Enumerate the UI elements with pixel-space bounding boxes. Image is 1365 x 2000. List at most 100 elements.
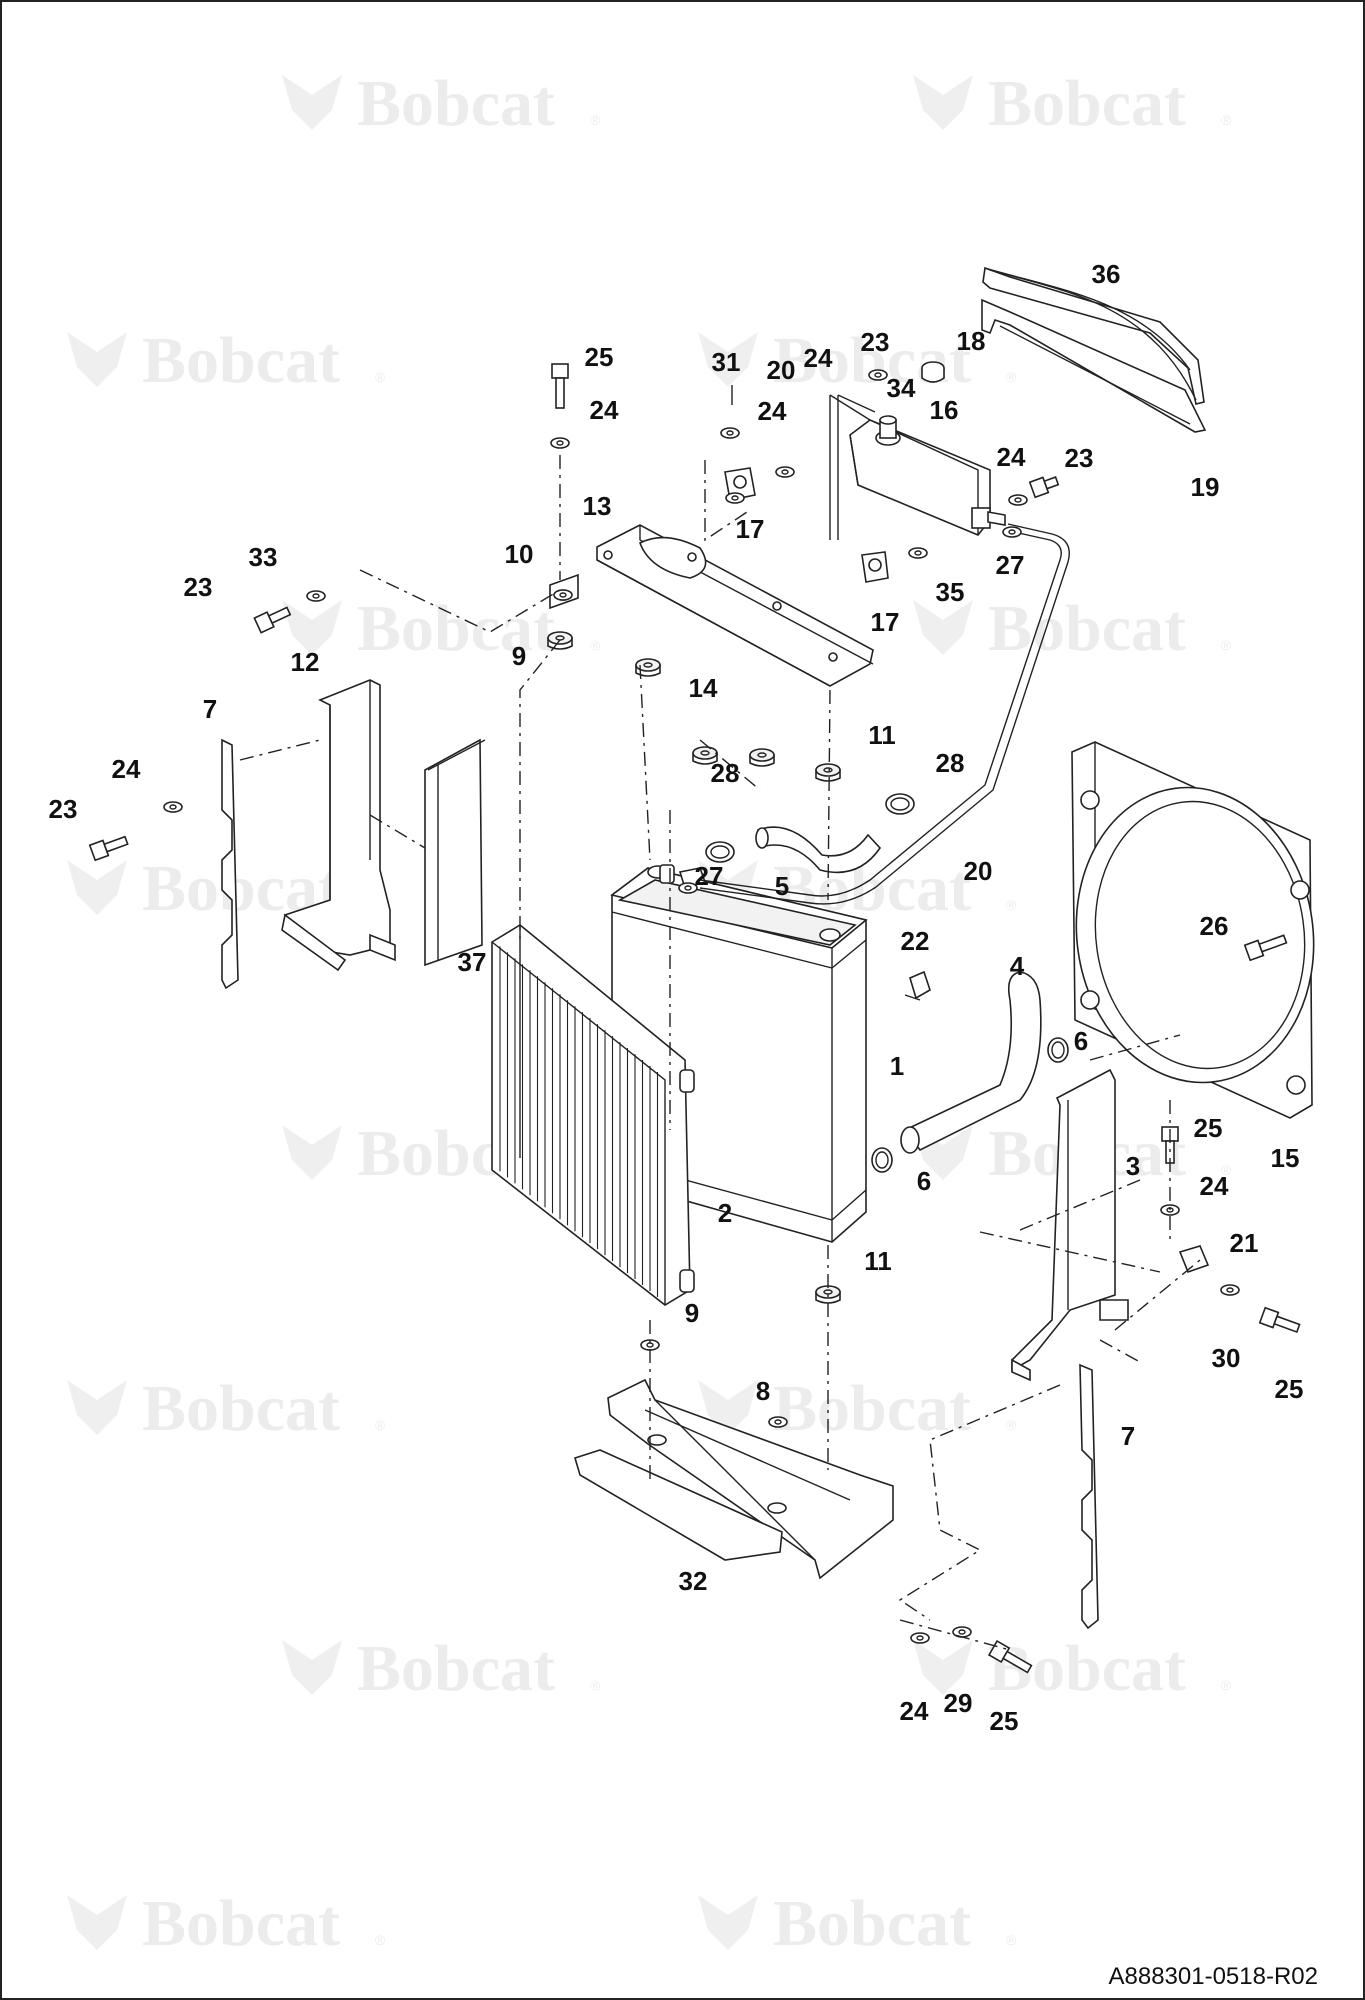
part-9-nut-top[interactable] <box>553 589 573 601</box>
part-5-upper-hose[interactable] <box>755 826 882 874</box>
callout-11[interactable]: 11 <box>864 1246 892 1276</box>
part-22-sensor[interactable] <box>904 970 931 1001</box>
part-6-clamp[interactable] <box>1047 1037 1069 1063</box>
callout-24[interactable]: 24 <box>758 396 787 426</box>
callout-24[interactable]: 24 <box>590 395 619 425</box>
part-24-washer-b[interactable] <box>725 492 745 504</box>
callout-6[interactable]: 6 <box>1074 1026 1088 1056</box>
callout-6[interactable]: 6 <box>917 1166 931 1196</box>
part-6-clamp-b[interactable] <box>871 1147 893 1173</box>
part-mount-rubber[interactable] <box>635 658 661 677</box>
callout-5[interactable]: 5 <box>775 871 789 901</box>
callout-36[interactable]: 36 <box>1092 259 1121 289</box>
callout-25[interactable]: 25 <box>585 342 614 372</box>
part-17-bracket[interactable] <box>724 467 756 501</box>
callout-28[interactable]: 28 <box>711 758 740 788</box>
part-25-bolt-lower[interactable] <box>1258 1306 1301 1336</box>
callout-15[interactable]: 15 <box>1271 1143 1300 1173</box>
callout-24[interactable]: 24 <box>804 343 833 373</box>
part-17-bracket-b[interactable] <box>861 551 889 583</box>
part-7-strip-left[interactable] <box>221 738 239 990</box>
part-23-bolt-left[interactable] <box>88 833 129 862</box>
callout-22[interactable]: 22 <box>901 926 930 956</box>
callout-29[interactable]: 29 <box>944 1688 973 1718</box>
callout-21[interactable]: 21 <box>1230 1228 1259 1258</box>
part-25-bolt[interactable] <box>551 363 569 409</box>
callout-23[interactable]: 23 <box>861 327 890 357</box>
callout-20[interactable]: 20 <box>964 856 993 886</box>
callout-23[interactable]: 23 <box>49 794 78 824</box>
part-washer-tray[interactable] <box>768 1416 788 1428</box>
callout-13[interactable]: 13 <box>583 491 612 521</box>
part-24-washer-e[interactable] <box>868 369 888 381</box>
callout-14[interactable]: 14 <box>689 673 718 703</box>
part-32-plate[interactable] <box>574 1449 783 1561</box>
callout-37[interactable]: 37 <box>458 947 487 977</box>
part-19-panel[interactable] <box>981 298 1207 433</box>
part-11-mount-b[interactable] <box>815 1285 841 1304</box>
callout-24[interactable]: 24 <box>1200 1171 1229 1201</box>
part-28-clamp[interactable] <box>705 841 735 863</box>
part-35-washer[interactable] <box>908 547 928 559</box>
part-24-washer-tank[interactable] <box>1008 494 1028 506</box>
part-washer-c[interactable] <box>775 466 795 478</box>
part-20-tube[interactable] <box>699 523 1070 905</box>
part-28-clamp-b[interactable] <box>885 793 915 815</box>
part-15-fan-shroud[interactable] <box>1058 741 1333 1119</box>
callout-16[interactable]: 16 <box>930 395 959 425</box>
part-16-expansion-tank[interactable] <box>849 415 1006 536</box>
part-21-clip[interactable] <box>1178 1245 1210 1274</box>
callout-7[interactable]: 7 <box>203 694 217 724</box>
callout-10[interactable]: 10 <box>505 539 534 569</box>
part-36-strip[interactable] <box>982 266 1205 405</box>
part-23-screw-tank[interactable] <box>1028 473 1060 499</box>
callout-3[interactable]: 3 <box>1126 1151 1140 1181</box>
part-24-washer[interactable] <box>550 437 570 449</box>
part-23-bolt[interactable] <box>253 604 292 634</box>
part-24-washer-bottom[interactable] <box>910 1632 930 1644</box>
part-29-washer[interactable] <box>952 1626 972 1638</box>
part-26-bolt[interactable] <box>1243 932 1288 962</box>
callout-32[interactable]: 32 <box>679 1566 708 1596</box>
callout-17[interactable]: 17 <box>871 607 900 637</box>
callout-30[interactable]: 30 <box>1212 1343 1241 1373</box>
callout-2[interactable]: 2 <box>718 1198 732 1228</box>
part-27-fitting-b[interactable] <box>678 882 698 894</box>
callout-27[interactable]: 27 <box>996 550 1025 580</box>
part-4-lower-hose[interactable] <box>900 971 1042 1154</box>
callout-24[interactable]: 24 <box>997 442 1026 472</box>
part-18-cap[interactable] <box>921 361 945 383</box>
part-27-fitting[interactable] <box>1002 526 1022 538</box>
callout-4[interactable]: 4 <box>1010 951 1025 981</box>
part-3-side-bracket[interactable] <box>1011 1068 1129 1382</box>
callout-31[interactable]: 31 <box>712 347 741 377</box>
part-33-washer[interactable] <box>306 590 326 602</box>
callout-9[interactable]: 9 <box>512 641 526 671</box>
callout-20[interactable]: 20 <box>767 355 796 385</box>
callout-19[interactable]: 19 <box>1191 472 1220 502</box>
callout-28[interactable]: 28 <box>936 748 965 778</box>
callout-25[interactable]: 25 <box>1194 1113 1223 1143</box>
callout-23[interactable]: 23 <box>184 572 213 602</box>
callout-24[interactable]: 24 <box>900 1696 929 1726</box>
part-mount-small[interactable] <box>749 748 775 767</box>
part-37-panel[interactable] <box>424 738 486 967</box>
callout-24[interactable]: 24 <box>112 754 141 784</box>
part-8-lower-tray[interactable] <box>607 1378 894 1580</box>
part-24-washer-left[interactable] <box>163 801 183 813</box>
part-30-washer[interactable] <box>1220 1284 1240 1296</box>
callout-17[interactable]: 17 <box>736 514 765 544</box>
callout-8[interactable]: 8 <box>756 1376 770 1406</box>
callout-1[interactable]: 1 <box>890 1051 904 1081</box>
part-7-strip-right[interactable] <box>1079 1363 1099 1630</box>
callout-33[interactable]: 33 <box>249 542 278 572</box>
callout-35[interactable]: 35 <box>936 577 965 607</box>
callout-11[interactable]: 11 <box>868 720 896 750</box>
callout-7[interactable]: 7 <box>1121 1421 1135 1451</box>
callout-27[interactable]: 27 <box>695 861 724 891</box>
callout-25[interactable]: 25 <box>990 1706 1019 1736</box>
part-11-mount[interactable] <box>815 763 841 782</box>
part-20-overflow-tube[interactable] <box>829 394 876 540</box>
callout-9[interactable]: 9 <box>685 1298 699 1328</box>
callout-26[interactable]: 26 <box>1200 911 1229 941</box>
